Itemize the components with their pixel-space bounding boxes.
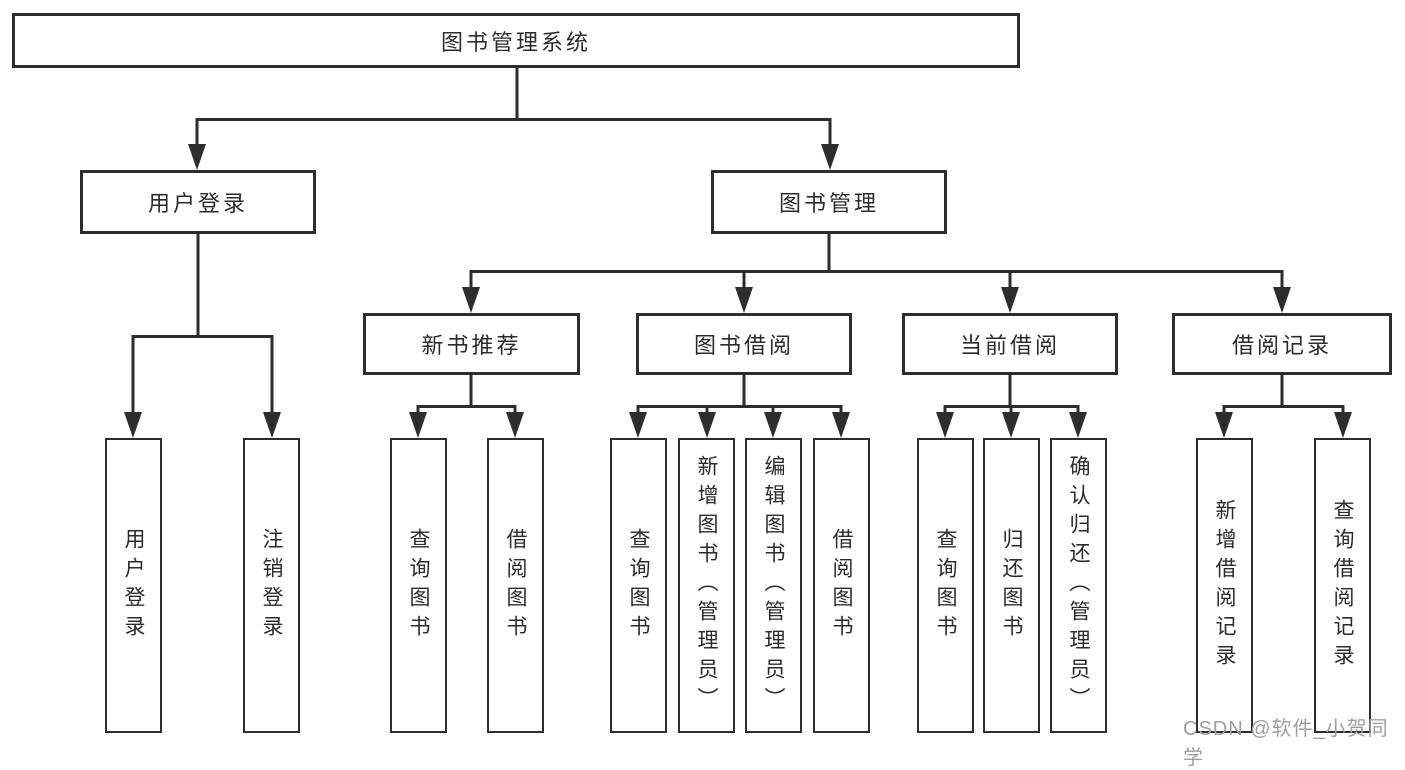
arrowhead-icon [462,287,480,313]
node-label: 注销登录 [260,527,283,644]
arrowhead-icon [124,412,142,438]
connector-layer [124,68,1352,438]
node-borrow-records: 借阅记录 [1172,313,1392,375]
leaf-return-books: 归还图书 [983,438,1040,733]
node-label: 图书管理 [778,191,879,216]
arrowhead-icon [698,412,716,438]
arrowhead-icon [263,412,281,438]
arrowhead-icon [735,287,753,313]
arrowhead-icon [1215,412,1233,438]
arrowhead-icon [629,412,647,438]
leaf-user-login: 用户登录 [105,438,162,733]
arrowhead-icon [1002,412,1020,438]
node-label: 新增图书（管理员） [695,455,718,716]
arrowhead-icon [188,144,206,170]
arrowheads [124,144,1352,438]
diagram-canvas: 图书管理系统 用户登录 图书管理 新书推荐 图书借阅 当前借阅 借阅记录 用户登… [12,13,1392,769]
leaf-confirm-return-admin: 确认归还（管理员） [1050,438,1107,733]
arrowhead-icon [1001,287,1019,313]
leaf-query-books-borrowing: 查询图书 [610,438,667,733]
node-user-login: 用户登录 [80,170,316,234]
node-current-borrowing: 当前借阅 [902,313,1118,375]
arrowhead-icon [1273,287,1291,313]
node-label: 图书管理系统 [440,29,591,55]
node-book-management: 图书管理 [711,170,947,234]
node-label: 查询图书 [407,527,430,644]
node-label: 当前借阅 [959,333,1060,358]
csdn-watermark: CSDN @软件_小贺同学 [1183,718,1389,769]
node-label: 借阅记录 [1231,333,1332,358]
node-label: 查询图书 [934,527,957,644]
node-label: 用户登录 [147,191,248,216]
leaf-add-books-admin: 新增图书（管理员） [678,438,735,733]
leaf-query-borrow-record: 查询借阅记录 [1314,438,1371,733]
node-label: 新增借阅记录 [1213,498,1236,673]
arrowhead-icon [764,412,782,438]
leaf-add-borrow-record: 新增借阅记录 [1196,438,1253,733]
arrowhead-icon [506,412,524,438]
leaf-borrow-books: 借阅图书 [813,438,870,733]
node-label: 查询图书 [627,527,650,644]
node-root: 图书管理系统 [12,13,1020,68]
arrowhead-icon [821,144,839,170]
leaf-logout: 注销登录 [243,438,300,733]
node-label: 归还图书 [1000,527,1023,644]
node-label: 借阅图书 [504,527,527,644]
node-label: 编辑图书（管理员） [762,455,785,716]
node-label: 图书借阅 [693,333,794,358]
arrowhead-icon [1334,412,1352,438]
arrowhead-icon [936,412,954,438]
node-book-borrowing: 图书借阅 [636,313,852,375]
node-label: 确认归还（管理员） [1067,455,1090,716]
leaf-edit-books-admin: 编辑图书（管理员） [745,438,802,733]
leaf-query-books-current: 查询图书 [917,438,974,733]
node-label: 查询借阅记录 [1331,498,1354,673]
node-new-book-recommend: 新书推荐 [363,313,580,375]
node-label: 借阅图书 [830,527,853,644]
leaf-query-books-recommend: 查询图书 [390,438,447,733]
node-label: 新书推荐 [421,333,522,358]
leaf-borrow-books-recommend: 借阅图书 [487,438,544,733]
arrowhead-icon [832,412,850,438]
node-label: 用户登录 [122,527,145,644]
arrowhead-icon [409,412,427,438]
arrowhead-icon [1069,412,1087,438]
